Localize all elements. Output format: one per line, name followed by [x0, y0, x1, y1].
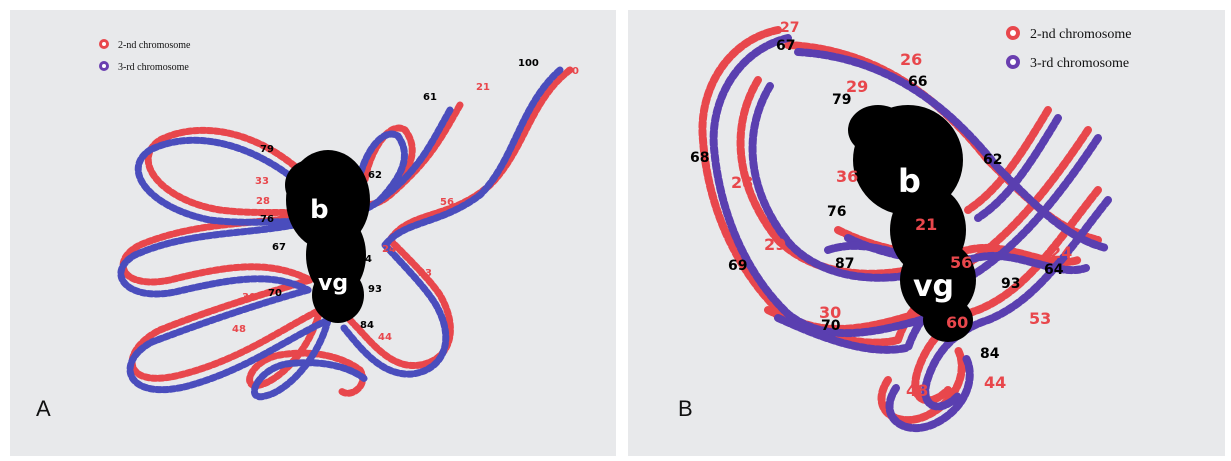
label-black: 66: [908, 74, 927, 90]
label-black: 79: [260, 144, 274, 155]
locus-vg-label: vg: [318, 271, 348, 296]
panel-a-letter: A: [36, 396, 51, 421]
panel-a: 2-nd chromosome 3-rd chromosome b vg: [10, 10, 616, 456]
legend-chr2-icon: [99, 39, 109, 49]
label-black: 79: [832, 92, 851, 108]
label-red: 60: [946, 313, 968, 332]
label-black: 93: [368, 284, 382, 295]
label-black: 70: [821, 318, 841, 334]
label-black: 93: [1001, 276, 1020, 292]
legend: 2-nd chromosome 3-rd chromosome: [99, 39, 191, 73]
label-red: 56: [440, 197, 454, 208]
loci-cloud: [848, 105, 976, 342]
legend: 2-nd chromosome 3-rd chromosome: [1006, 26, 1131, 71]
label-black: 87: [835, 256, 854, 272]
legend-chr2-label: 2-nd chromosome: [118, 40, 191, 51]
label-red: 21: [915, 215, 937, 234]
locus-b-label: b: [898, 162, 921, 200]
label-black: 76: [260, 214, 274, 225]
label-red: 26: [900, 50, 922, 69]
label-red: 21: [476, 82, 490, 93]
legend-chr3-label: 3-rd chromosome: [118, 62, 189, 73]
label-red: 48: [906, 381, 928, 400]
panel-b-letter: B: [678, 396, 693, 421]
label-red: 28: [731, 173, 753, 192]
loci-cloud: [285, 150, 370, 323]
label-red: 53: [1029, 309, 1051, 328]
label-red: 56: [950, 253, 972, 272]
label-red: 53: [418, 268, 432, 279]
label-red: 28: [256, 196, 270, 207]
label-red: 33: [255, 176, 269, 187]
label-black: 84: [980, 346, 1000, 362]
label-black: 67: [776, 38, 795, 54]
label-black: 69: [728, 258, 747, 274]
label-black: 64: [1044, 262, 1064, 278]
label-black: 64: [358, 254, 372, 265]
label-black: 62: [368, 170, 382, 181]
label-red: 60: [565, 66, 579, 77]
label-black: 67: [272, 242, 286, 253]
legend-chr2-icon: [1006, 26, 1020, 40]
legend-chr2-label: 2-nd chromosome: [1030, 27, 1131, 42]
label-black: 70: [268, 288, 282, 299]
panel-b: 2-nd chromosome 3-rd chromosome: [628, 10, 1225, 456]
label-red: 30: [242, 292, 256, 303]
panel-b-canvas: 2-nd chromosome 3-rd chromosome: [628, 10, 1225, 456]
label-red: 24: [1050, 243, 1072, 262]
label-red: 36: [836, 167, 858, 186]
label-black: 61: [423, 92, 437, 103]
locus-b-label: b: [310, 195, 329, 225]
label-red: 29: [764, 235, 786, 254]
panel-a-canvas: 2-nd chromosome 3-rd chromosome b vg: [10, 10, 616, 456]
legend-chr3-icon: [99, 61, 109, 71]
legend-chr3-label: 3-rd chromosome: [1030, 56, 1129, 71]
label-red: 48: [232, 324, 246, 335]
legend-chr3-icon: [1006, 55, 1020, 69]
label-red: 44: [378, 332, 392, 343]
label-black: 62: [983, 152, 1002, 168]
label-red: 24: [382, 244, 396, 255]
label-red: 44: [984, 373, 1006, 392]
locus-vg-label: vg: [913, 269, 954, 304]
label-black: 100: [518, 58, 539, 69]
label-black: 68: [690, 150, 709, 166]
label-black: 84: [360, 320, 374, 331]
label-red: 27: [780, 20, 799, 36]
label-black: 76: [827, 204, 846, 220]
